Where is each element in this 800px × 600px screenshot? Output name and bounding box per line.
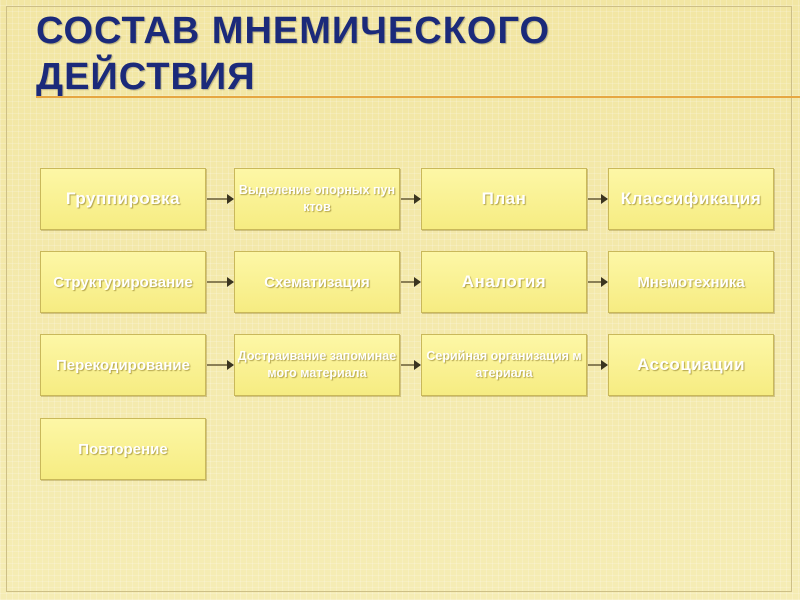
slide-title: СОСТАВ МНЕМИЧЕСКОГО ДЕЙСТВИЯ — [36, 10, 551, 98]
box-classification-label: Классификация — [620, 189, 762, 208]
arrow-r3-3 — [588, 360, 608, 370]
box-mnemonics: Мнемотехника — [608, 251, 774, 313]
arrow-r2-2 — [401, 277, 421, 287]
box-repetition-label: Повторение — [78, 440, 168, 458]
box-repetition: Повторение — [40, 418, 206, 480]
box-schematization-label: Схематизация — [264, 273, 370, 291]
box-completion-label: Достраивание запоминаемого материала — [237, 349, 397, 380]
box-associations: Ассоциации — [608, 334, 774, 396]
slide-frame — [6, 6, 792, 592]
box-structuring-label: Структурирование — [53, 273, 193, 291]
box-schematization: Схематизация — [234, 251, 400, 313]
box-completion: Достраивание запоминаемого материала — [234, 334, 400, 396]
box-classification: Классификация — [608, 168, 774, 230]
arrow-r3-1 — [207, 360, 234, 370]
box-recoding-label: Перекодирование — [56, 356, 190, 374]
title-underline — [36, 96, 800, 98]
box-grouping-label: Группировка — [65, 189, 181, 208]
box-recoding: Перекодирование — [40, 334, 206, 396]
box-plan: План — [421, 168, 587, 230]
box-reference-points-label: Выделение опорных пунктов — [238, 183, 396, 214]
box-mnemonics-label: Мнемотехника — [637, 273, 745, 291]
box-serial-organization-label: Серийная организация материала — [426, 349, 582, 380]
arrow-r1-3 — [588, 194, 608, 204]
arrow-r2-1 — [207, 277, 234, 287]
arrow-r3-2 — [401, 360, 421, 370]
arrow-r1-2 — [401, 194, 421, 204]
box-structuring: Структурирование — [40, 251, 206, 313]
box-grouping: Группировка — [40, 168, 206, 230]
box-analogy: Аналогия — [421, 251, 587, 313]
box-serial-organization: Серийная организация материала — [421, 334, 587, 396]
arrow-r1-1 — [207, 194, 234, 204]
box-associations-label: Ассоциации — [636, 355, 746, 374]
box-analogy-label: Аналогия — [461, 272, 547, 291]
box-plan-label: План — [481, 189, 527, 208]
box-reference-points: Выделение опорных пунктов — [234, 168, 400, 230]
arrow-r2-3 — [588, 277, 608, 287]
